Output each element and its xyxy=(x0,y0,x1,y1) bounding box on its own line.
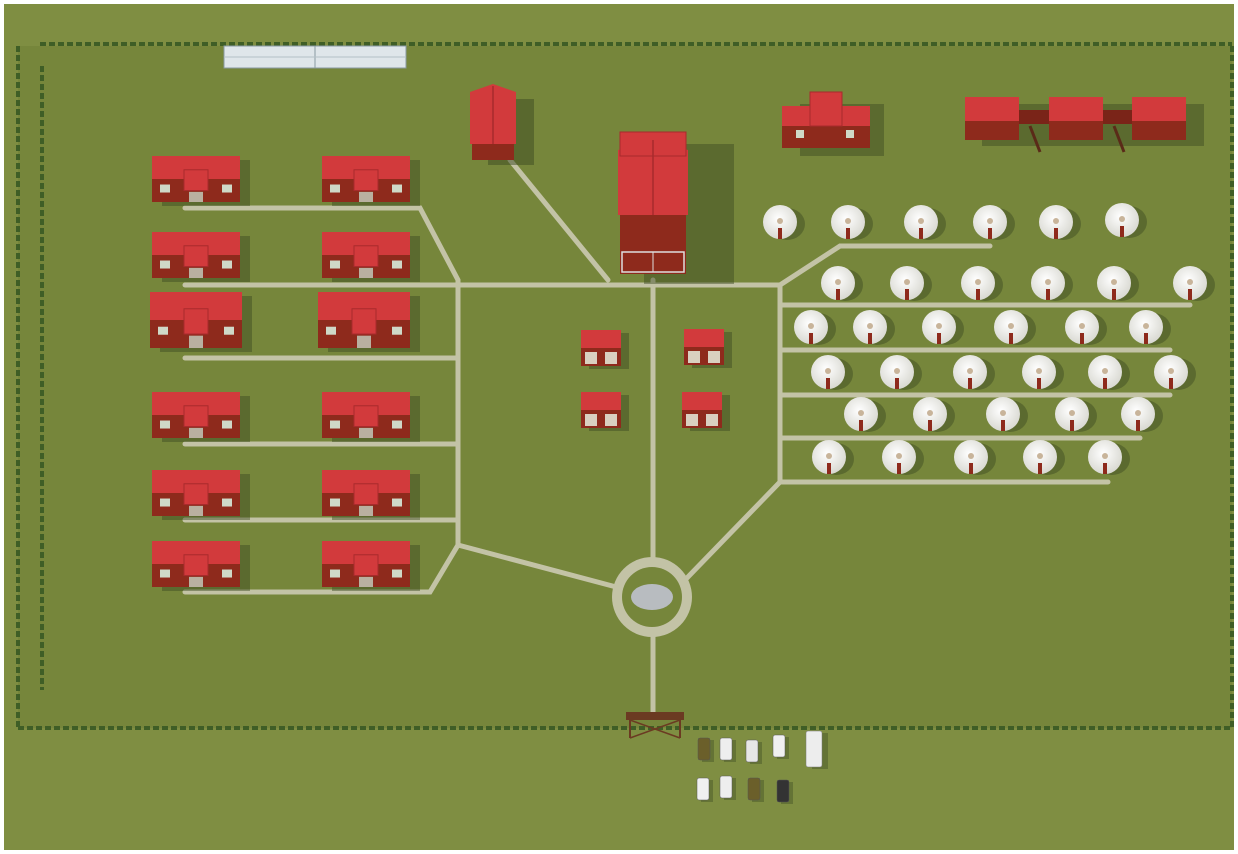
yurt xyxy=(1065,310,1107,345)
parked-vehicle xyxy=(745,739,762,764)
yurt xyxy=(1031,266,1073,301)
cottage xyxy=(322,232,420,282)
greenhouse xyxy=(223,45,407,69)
cottage xyxy=(322,392,420,442)
parked-vehicle xyxy=(747,777,764,802)
cabin xyxy=(581,330,629,369)
yurt xyxy=(913,397,955,432)
cottage xyxy=(150,292,252,352)
yurt xyxy=(1039,205,1081,240)
cottage xyxy=(318,292,420,352)
cottage xyxy=(322,156,420,206)
central-plaza xyxy=(612,557,692,637)
yurt xyxy=(1154,355,1196,390)
cabin xyxy=(581,392,629,431)
cottage-group xyxy=(150,156,420,591)
parked-vehicle xyxy=(697,737,714,762)
parked-vehicle xyxy=(696,777,713,802)
yurt-group xyxy=(763,203,1215,475)
parked-vehicle xyxy=(772,734,789,759)
yurt xyxy=(994,310,1036,345)
yurt xyxy=(853,310,895,345)
cottage xyxy=(322,541,420,591)
yurt xyxy=(794,310,836,345)
yurt xyxy=(812,440,854,475)
yurt xyxy=(1121,397,1163,432)
parked-vehicle xyxy=(776,779,793,804)
parked-vehicle xyxy=(719,775,736,800)
yurt xyxy=(1088,440,1130,475)
cottage xyxy=(152,541,250,591)
yurt xyxy=(882,440,924,475)
cabin-group xyxy=(581,329,732,431)
cabin xyxy=(682,392,730,431)
yurt xyxy=(922,310,964,345)
entrance-gate xyxy=(626,712,684,739)
yurt xyxy=(1173,266,1215,301)
yurt xyxy=(904,205,946,240)
yurt xyxy=(953,355,995,390)
yurt xyxy=(811,355,853,390)
yurt xyxy=(1097,266,1139,301)
cottage xyxy=(152,470,250,520)
yurt xyxy=(1023,440,1065,475)
parked-bus xyxy=(805,730,828,769)
yurt xyxy=(986,397,1028,432)
main-lodge xyxy=(618,131,734,284)
yurt xyxy=(1105,203,1147,238)
building-top-cross xyxy=(782,91,884,156)
cottage xyxy=(152,232,250,282)
yurt xyxy=(890,266,932,301)
yurt xyxy=(973,205,1015,240)
parking-area xyxy=(696,730,828,804)
yurt xyxy=(1022,355,1064,390)
perimeter-fence xyxy=(16,42,1234,730)
cottage xyxy=(152,156,250,206)
building-top-small xyxy=(470,84,534,165)
yurt xyxy=(1129,310,1171,345)
yurt xyxy=(821,266,863,301)
yurt xyxy=(763,205,805,240)
cabin xyxy=(684,329,732,368)
cottage xyxy=(152,392,250,442)
yurt xyxy=(831,205,873,240)
yurt xyxy=(1055,397,1097,432)
cottage xyxy=(322,470,420,520)
yurt xyxy=(880,355,922,390)
footpaths xyxy=(182,157,1193,715)
parked-vehicle xyxy=(719,737,736,762)
staff-barracks xyxy=(965,97,1204,153)
yurt xyxy=(844,397,886,432)
yurt xyxy=(1088,355,1130,390)
yurt xyxy=(961,266,1003,301)
yurt xyxy=(954,440,996,475)
